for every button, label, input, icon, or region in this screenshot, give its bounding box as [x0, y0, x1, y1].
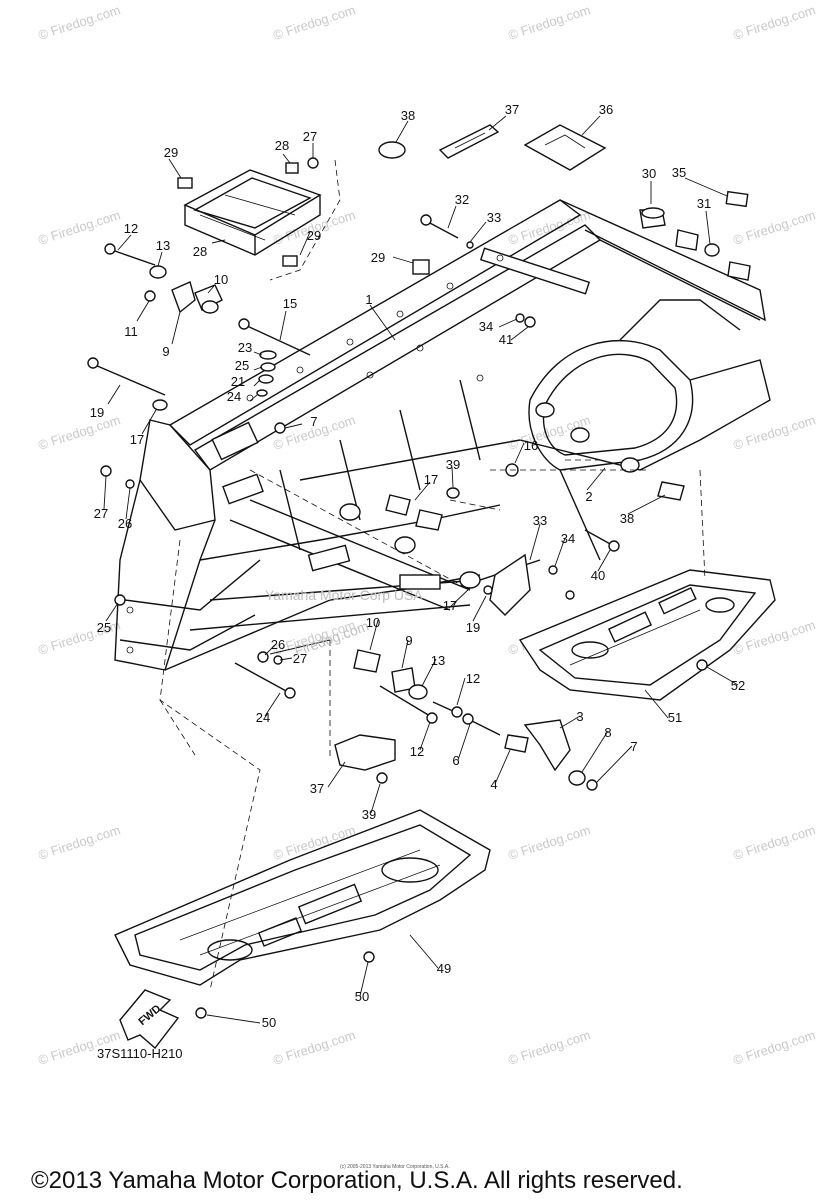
watermark-text: © Firedog.com	[731, 1027, 817, 1068]
callout-number: 33	[487, 210, 501, 225]
callout-number: 52	[731, 678, 745, 693]
callout-number: 40	[591, 568, 605, 583]
o-ring	[378, 141, 406, 159]
watermark-text: © Firedog.com	[36, 412, 122, 453]
callout-number: 9	[162, 344, 169, 359]
callout-number: 17	[424, 472, 438, 487]
strap-part	[438, 124, 500, 159]
callout-number: 36	[599, 102, 613, 117]
rear-skid-plate	[518, 569, 776, 701]
callout-number: 34	[561, 531, 575, 546]
tool-pouch	[523, 124, 607, 171]
callout-number: 10	[366, 615, 380, 630]
callout-number: 25	[97, 620, 111, 635]
callout-number: 27	[293, 651, 307, 666]
callout-number: 29	[164, 145, 178, 160]
callout-number: 7	[630, 739, 637, 754]
callout-number: 21	[231, 374, 245, 389]
callout-number: 37	[310, 781, 324, 796]
callout-number: 7	[310, 414, 317, 429]
watermark-text: © Firedog.com	[731, 412, 817, 453]
watermark-text: © Firedog.com	[506, 822, 592, 863]
callout-number: 17	[130, 432, 144, 447]
watermark-text: © Firedog.com	[36, 207, 122, 248]
watermark-layer: © Firedog.com © Firedog.com © Firedog.com ©…	[36, 2, 817, 1068]
callout-number: 51	[668, 710, 682, 725]
callout-number: 2	[585, 489, 592, 504]
callout-number: 3	[576, 709, 583, 724]
diagram-code: 37S1110-H210	[97, 1046, 183, 1061]
center-watermark: Yamaha Motor Corp USA	[265, 587, 423, 603]
clip	[177, 177, 193, 189]
callout-number: 12	[410, 744, 424, 759]
callout-number: 32	[455, 192, 469, 207]
callout-number: 50	[262, 1015, 276, 1030]
callout-number: 4	[490, 777, 497, 792]
callout-number: 41	[499, 332, 513, 347]
fine-print: (c) 2005-2013 Yamaha Motor Corporation, …	[340, 1164, 450, 1170]
watermark-text: © Firedog.com	[731, 2, 817, 43]
callout-number: 34	[479, 319, 493, 334]
watermark-text: © Firedog.com	[271, 1027, 357, 1068]
callout-labels: 38 37 36 35 30 31 33 32 29 34 41 1 29 27…	[90, 102, 745, 1030]
label-part	[725, 190, 749, 208]
copyright-notice: ©2013 Yamaha Motor Corporation, U.S.A. A…	[31, 1167, 683, 1194]
leader-lines	[103, 115, 739, 1024]
callout-number: 15	[283, 296, 297, 311]
callout-number: 38	[620, 511, 634, 526]
callout-number: 37	[505, 102, 519, 117]
callout-number: 1	[365, 292, 372, 307]
connector-lines	[159, 159, 706, 991]
callout-number: 35	[672, 165, 686, 180]
callout-number: 27	[303, 129, 317, 144]
callout-number: 19	[466, 620, 480, 635]
callout-number: 10	[214, 272, 228, 287]
callout-number: 28	[193, 244, 207, 259]
callout-number: 25	[235, 358, 249, 373]
watermark-text: © Firedog.com	[731, 822, 817, 863]
callout-number: 33	[533, 513, 547, 528]
callout-number: 28	[275, 138, 289, 153]
callout-number: 27	[94, 506, 108, 521]
callout-number: 26	[271, 637, 285, 652]
callout-number: 39	[446, 457, 460, 472]
callout-number: 24	[227, 389, 241, 404]
callout-number: 19	[90, 405, 104, 420]
callout-number: 24	[256, 710, 270, 725]
callout-number: 30	[642, 166, 656, 181]
callout-number: 39	[362, 807, 376, 822]
callout-number: 38	[401, 108, 415, 123]
watermark-text: © Firedog.com	[36, 2, 122, 43]
callout-number: 26	[118, 516, 132, 531]
callout-number: 31	[697, 196, 711, 211]
watermark-text: © Firedog.com	[731, 207, 817, 248]
callout-number: 50	[355, 989, 369, 1004]
front-skid-plate	[114, 809, 491, 986]
callout-number: 11	[124, 324, 138, 339]
watermark-text: © Firedog.com	[506, 2, 592, 43]
fwd-arrow-icon: FWD	[119, 989, 180, 1050]
watermark-text: © Firedog.com	[506, 1027, 592, 1068]
callout-number: 23	[238, 340, 252, 355]
main-frame	[114, 199, 771, 671]
callout-number: 13	[156, 238, 170, 253]
callout-number: 29	[371, 250, 385, 265]
callout-number: 49	[437, 961, 451, 976]
callout-number: 12	[124, 221, 138, 236]
callout-number: 13	[431, 653, 445, 668]
battery-box-bracket	[183, 169, 322, 256]
callout-number: 29	[307, 228, 321, 243]
callout-number: 6	[452, 753, 459, 768]
callout-number: 12	[466, 671, 480, 686]
callout-number: 9	[405, 633, 412, 648]
watermark-text: © Firedog.com	[271, 2, 357, 43]
callout-number: 16	[524, 438, 538, 453]
callout-number: 8	[604, 725, 611, 740]
clip	[282, 255, 298, 267]
callout-number: 17	[443, 598, 457, 613]
watermark-text: © Firedog.com	[36, 822, 122, 863]
